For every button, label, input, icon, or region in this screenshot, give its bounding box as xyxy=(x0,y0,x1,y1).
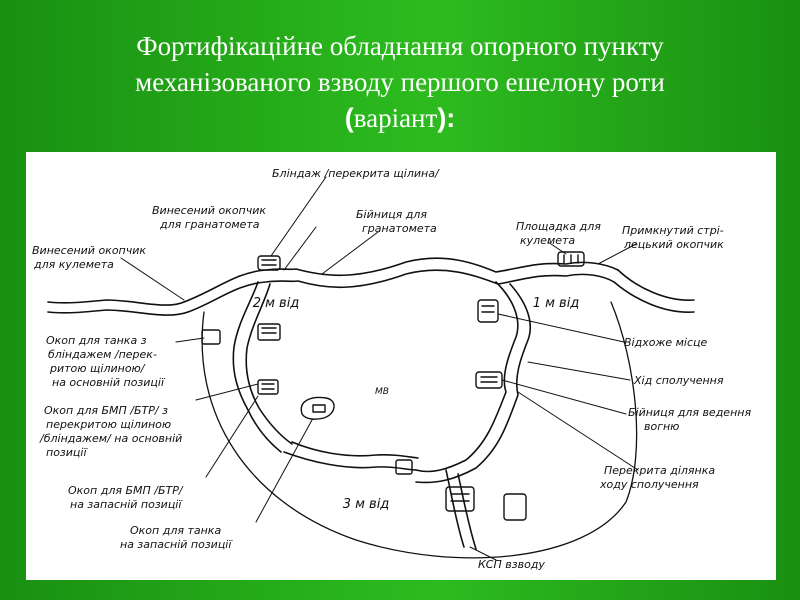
label-blindage: Бліндаж /перекрита щілина/ xyxy=(272,167,440,180)
label-tank-main-2: бліндажем /перек- xyxy=(48,348,157,361)
label-fire-embrasure-2: вогню xyxy=(644,420,679,433)
label-tank-spare-2: на запасній позиції xyxy=(120,538,233,551)
label-bmp-spare-2: на запасній позиції xyxy=(70,498,183,511)
label-squad-1: 1 м від xyxy=(533,296,580,311)
label-tank-main-3: ритою щілиною/ xyxy=(49,362,146,375)
label-bmp-main-4: позиції xyxy=(46,446,88,459)
label-ksp: КСП взводу xyxy=(478,558,545,571)
fire-embrasure-icon xyxy=(475,371,503,389)
label-latrine: Відхоже місце xyxy=(624,336,708,349)
label-mg-platform-1: Площадка для xyxy=(516,220,601,233)
label-center-mv: МВ xyxy=(375,387,389,397)
squad-trench-3-icon xyxy=(395,459,413,475)
platoon-stronghold-diagram: Бліндаж /перекрита щілина/ Винесений око… xyxy=(32,167,751,571)
label-embrasure-gl-2: гранатомета xyxy=(362,222,437,235)
label-tank-spare-1: Окоп для танка xyxy=(130,524,221,537)
label-squad-2: 2 м від xyxy=(253,296,300,311)
label-tank-main-1: Окоп для танка з xyxy=(46,334,147,347)
leader-lines xyxy=(120,176,639,561)
squad-trench-1-icon xyxy=(477,299,499,323)
title-line-1: Фортифікаційне обладнання опорного пункт… xyxy=(136,31,664,61)
title-paren-open: ( xyxy=(344,103,354,133)
bmp-main-trench-icon xyxy=(257,379,279,395)
mg-platform-icon xyxy=(557,251,585,267)
label-rifle-trench-2: лецький окопчик xyxy=(623,238,724,251)
label-fire-embrasure-1: Бійниця для ведення xyxy=(628,406,751,419)
title-line-3: (варіант): xyxy=(0,100,800,136)
label-covered-section-2: ходу сполучення xyxy=(599,478,699,491)
label-bmp-spare-1: Окоп для БМП /БТР/ xyxy=(68,484,184,497)
ksp-icon xyxy=(445,486,527,521)
squad-trench-2-icon xyxy=(201,323,281,345)
label-bmp-main-2: перекритою щілиною xyxy=(46,418,171,431)
label-mg-platform-2: кулемета xyxy=(520,234,575,247)
label-remote-trench-gl-1: Винесений окопчик xyxy=(152,204,266,217)
perimeter-arc xyxy=(201,301,638,559)
main-trench xyxy=(47,257,695,550)
tank-spare-trench-icon xyxy=(300,396,335,420)
label-rifle-trench-1: Примкнутий стрі- xyxy=(622,224,724,237)
label-remote-trench-mg-1: Винесений окопчик xyxy=(32,244,146,257)
title-paren-close: ): xyxy=(437,103,456,133)
slide-title: Фортифікаційне обладнання опорного пункт… xyxy=(0,28,800,136)
label-squad-3: 3 м від xyxy=(343,497,390,512)
label-remote-trench-mg-2: для кулемета xyxy=(33,258,114,271)
label-embrasure-gl-1: Бійниця для xyxy=(356,208,427,221)
title-line-3-text: варіант xyxy=(353,103,438,133)
label-comm-passage: Хід сполучення xyxy=(633,374,724,387)
title-line-2: механізованого взводу першого ешелону ро… xyxy=(135,67,665,97)
label-remote-trench-gl-2: для гранатомета xyxy=(159,218,260,231)
label-bmp-main-3: /бліндажем/ на основній xyxy=(39,432,182,445)
blindage-icon xyxy=(257,255,281,271)
label-bmp-main-1: Окоп для БМП /БТР/ з xyxy=(44,404,168,417)
label-covered-section-1: Перекрита ділянка xyxy=(604,464,715,477)
diagram-panel: Бліндаж /перекрита щілина/ Винесений око… xyxy=(26,152,776,580)
label-tank-main-4: на основній позиції xyxy=(52,376,166,389)
